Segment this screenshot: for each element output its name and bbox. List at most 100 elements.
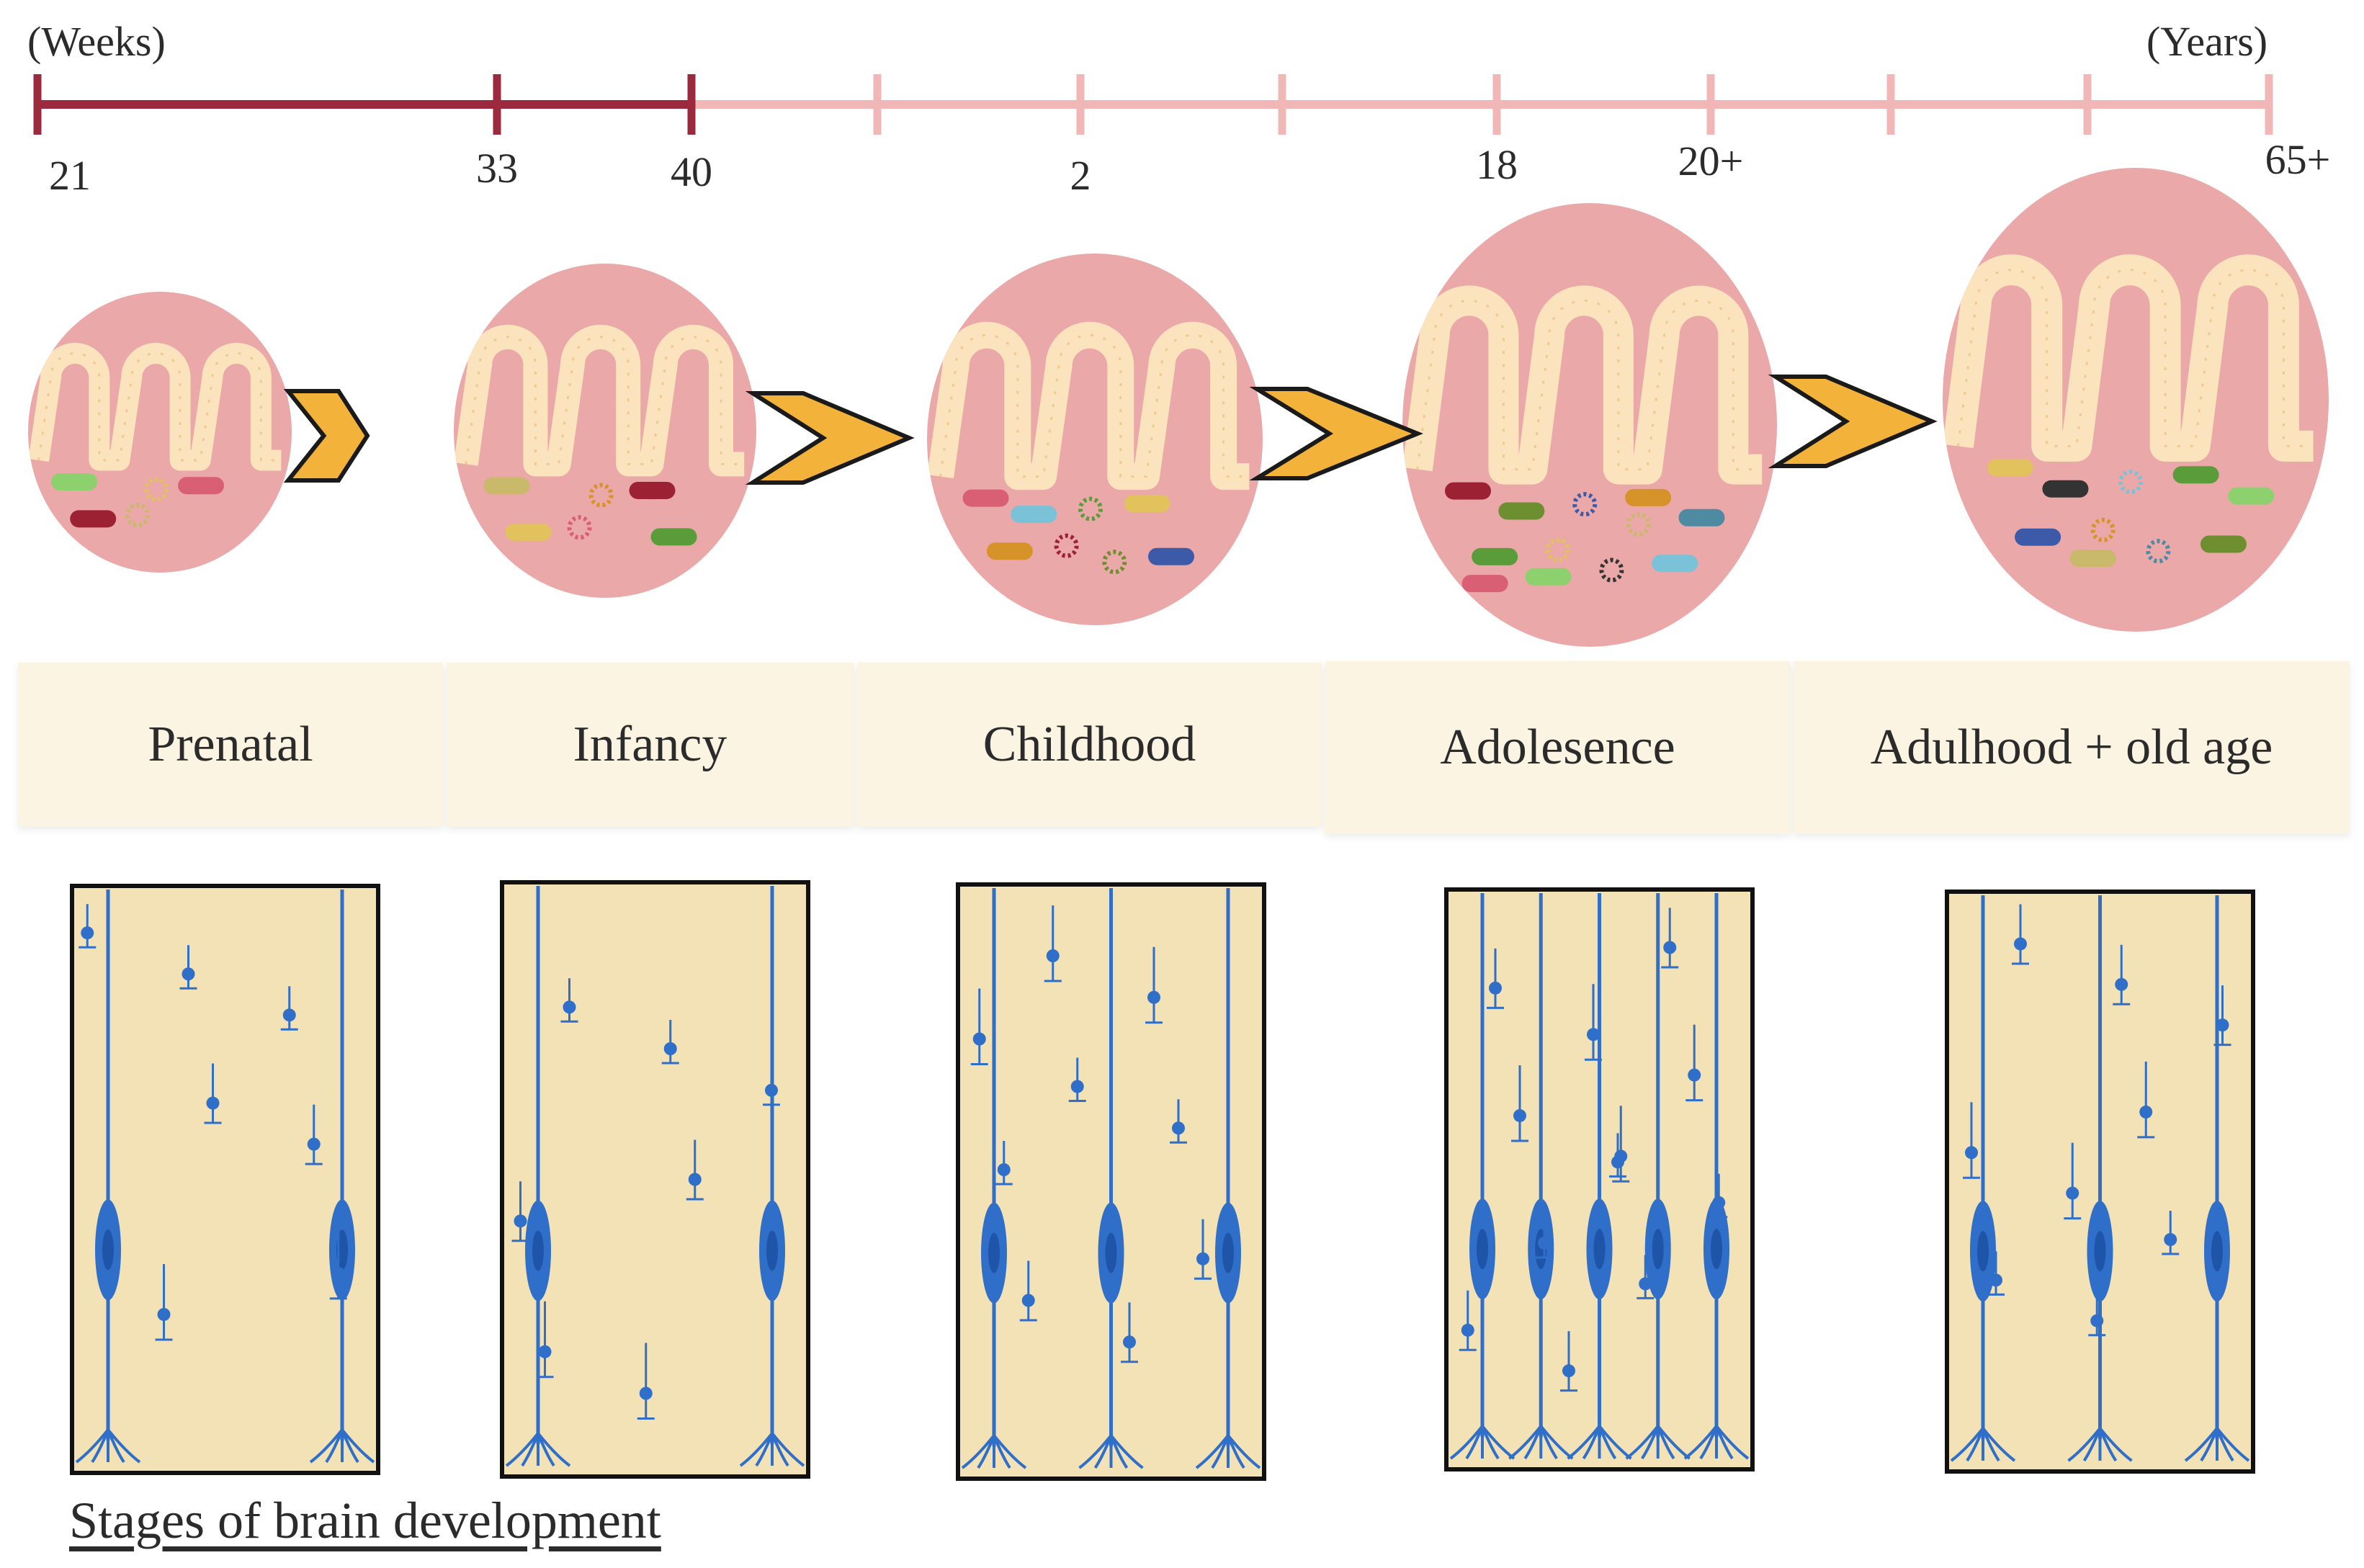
- villi-texture: [1956, 269, 2314, 447]
- neuron-panel-frame: [500, 880, 810, 1479]
- bacterium: [1678, 509, 1725, 527]
- bacterium: [2172, 466, 2219, 484]
- small-neuron: [1145, 946, 1163, 1024]
- bacterium: [1011, 506, 1057, 524]
- gut-circle-2: [454, 264, 756, 598]
- timeline-tick-label: 2: [1070, 152, 1091, 199]
- pyramidal-neuron: [961, 888, 1027, 1469]
- small-neuron: [1194, 1219, 1212, 1280]
- small-neuron: [1585, 984, 1602, 1061]
- bacterium: [629, 481, 676, 499]
- bacterium: [1525, 568, 1572, 586]
- small-neuron: [1685, 1024, 1703, 1102]
- pyramidal-neuron: [1683, 893, 1750, 1460]
- small-neuron: [79, 904, 97, 949]
- small-neuron: [2113, 944, 2131, 1005]
- pyramidal-neuron: [2184, 895, 2250, 1462]
- timeline-tick-label: 40: [671, 148, 712, 195]
- small-neuron: [1121, 1302, 1138, 1363]
- neuron-panel-frame: [70, 884, 380, 1475]
- timeline-tick-label: 18: [1476, 141, 1518, 188]
- stage-label: Childhood: [857, 663, 1322, 827]
- pyramidal-neuron: [1567, 893, 1632, 1460]
- small-neuron: [1068, 1057, 1086, 1102]
- small-neuron: [1963, 1102, 1980, 1179]
- stage-arrow-1: [283, 389, 370, 483]
- small-neuron: [1044, 905, 1062, 982]
- neuron-panel-4: [1444, 887, 1755, 1471]
- gut-microbiome-illustrations: [28, 168, 2329, 647]
- small-neuron: [560, 978, 578, 1023]
- stage-arrow-4: [1768, 375, 1938, 468]
- small-neuron: [1511, 1065, 1528, 1142]
- pyramidal-neuron: [75, 890, 141, 1464]
- small-neuron: [1459, 1290, 1477, 1351]
- microbe-cluster: [2090, 517, 2115, 542]
- small-neuron: [2213, 985, 2231, 1047]
- small-neuron: [2137, 1061, 2155, 1139]
- stage-arrow-2: [745, 391, 915, 485]
- microbe-cluster: [1078, 496, 1103, 521]
- bacterium: [178, 477, 225, 495]
- small-neuron: [1170, 1099, 1187, 1144]
- pyramidal-neuron: [1449, 893, 1515, 1460]
- bacterium: [1472, 547, 1518, 565]
- bacterium: [1148, 547, 1195, 565]
- bacterium: [2015, 528, 2061, 546]
- small-neuron: [155, 1263, 173, 1341]
- small-neuron: [1661, 908, 1679, 969]
- small-neuron: [2088, 1291, 2106, 1337]
- small-neuron: [511, 1181, 529, 1242]
- small-neuron: [1710, 1173, 1728, 1219]
- microbe-cluster: [144, 477, 169, 502]
- stage-label: Adolesence: [1325, 661, 1790, 834]
- stage-arrow-3: [1249, 387, 1423, 480]
- microbe-cluster: [1572, 492, 1598, 517]
- neuron-panel-2: [500, 880, 810, 1479]
- bacterium: [650, 528, 697, 546]
- microbe-cluster: [2146, 539, 2171, 564]
- bacterium: [962, 489, 1009, 507]
- gut-circle-3: [927, 254, 1263, 625]
- bacterium: [2069, 550, 2116, 568]
- bacterium: [1124, 495, 1170, 513]
- bacterium: [505, 523, 552, 541]
- neuron-panel-5: [1945, 890, 2255, 1474]
- stage-label: Prenatal: [18, 663, 443, 827]
- neuron-panel-3: [956, 882, 1266, 1481]
- timeline-tick-label: 33: [476, 145, 518, 192]
- small-neuron: [179, 945, 197, 990]
- gut-circle-1: [28, 292, 292, 573]
- small-neuron: [1612, 1106, 1630, 1183]
- small-neuron: [637, 1343, 655, 1420]
- timeline: [33, 74, 2273, 135]
- small-neuron: [1536, 1214, 1553, 1259]
- small-neuron: [763, 1061, 780, 1106]
- pyramidal-neuron: [1950, 895, 2016, 1462]
- small-neuron: [1987, 1251, 2005, 1296]
- pyramidal-neuron: [739, 886, 805, 1467]
- timeline-right-unit: (Years): [2146, 18, 2268, 65]
- small-neuron: [329, 1222, 347, 1300]
- small-neuron: [1560, 1331, 1577, 1392]
- microbe-cluster: [1102, 550, 1127, 575]
- gut-circle-5: [1943, 168, 2329, 632]
- timeline-tick-label: 20+: [1678, 138, 1744, 184]
- small-neuron: [204, 1063, 222, 1124]
- bacterium: [2200, 535, 2247, 553]
- bacterium: [483, 477, 530, 495]
- small-neuron: [536, 1301, 554, 1379]
- microbe-cluster: [1546, 537, 1571, 563]
- small-neuron: [1019, 1260, 1037, 1322]
- villi-texture: [1416, 299, 1763, 471]
- villi-texture: [465, 336, 745, 465]
- stage-label: Infancy: [447, 663, 854, 827]
- gut-circle-4: [1402, 203, 1777, 647]
- small-neuron: [995, 1141, 1013, 1186]
- bacterium: [1461, 575, 1508, 593]
- stage-label: Adulhood + old age: [1794, 661, 2350, 834]
- microbe-cluster: [2118, 469, 2144, 494]
- small-neuron: [1637, 1255, 1655, 1299]
- microbe-cluster: [1626, 512, 1651, 537]
